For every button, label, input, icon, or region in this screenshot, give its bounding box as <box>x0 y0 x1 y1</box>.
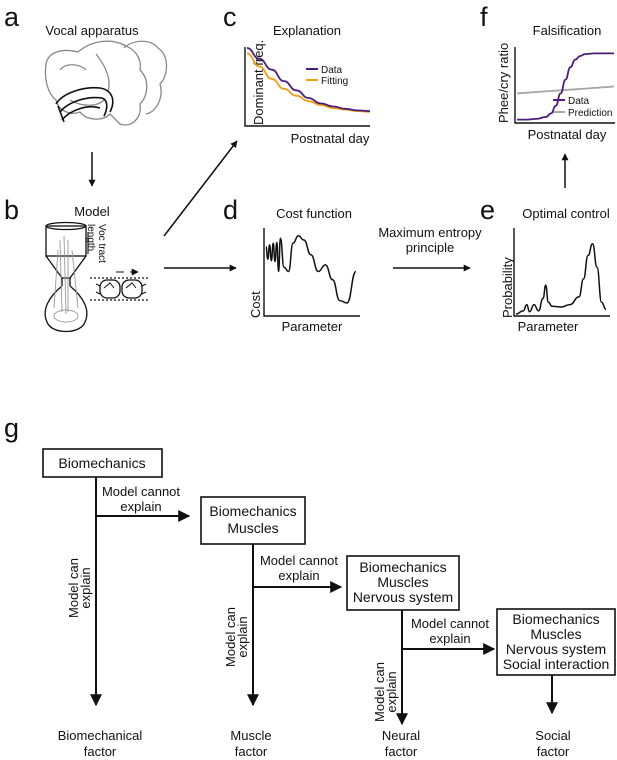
arrow-b-to-c <box>163 140 238 237</box>
panel-label-f: f <box>480 2 488 32</box>
voc-tract-length-label: length <box>85 224 96 251</box>
flow-box-nervous-system <box>346 555 460 611</box>
factor-1-line-2: factor <box>84 744 117 759</box>
panel-label-b: b <box>4 195 19 225</box>
flow-can-3-line-1: Model can <box>372 662 387 722</box>
chart-d: Cost Parameter <box>248 228 360 334</box>
flow-cannot-2-line-2: explain <box>278 568 319 583</box>
flow-box-4-line-4: Social interaction <box>503 656 610 672</box>
chart-e-ylabel: Probability <box>500 257 515 318</box>
flow-cannot-3-line-1: Model cannot <box>411 616 489 631</box>
chart-f-series-prediction <box>516 85 615 95</box>
chart-lines <box>246 47 615 315</box>
flow-box-4-line-3: Nervous system <box>506 641 606 657</box>
model-title: Model <box>74 204 110 219</box>
chart-d-ylabel: Cost <box>248 291 263 318</box>
flow-box-3-line-2: Muscles <box>377 574 428 590</box>
chart-f-ylabel: Phee/cry ratio <box>496 43 511 123</box>
vocal-model-drawing <box>44 221 148 333</box>
chart-d-xlabel: Parameter <box>282 319 343 334</box>
flow-cannot-2-line-1: Model cannot <box>260 553 338 568</box>
panel-label-a: a <box>4 2 20 32</box>
flow-cannot-1-line-1: Model cannot <box>102 484 180 499</box>
vocal-tract-drawing <box>55 86 114 123</box>
flow-box-3-line-3: Nervous system <box>353 589 453 605</box>
chart-c-legend-data: Data <box>321 65 343 76</box>
chart-f: Phee/cry ratio Postnatal day Data Predic… <box>496 43 615 142</box>
flow-can-2-line-1: Model can <box>223 607 238 667</box>
voc-tract-label: Voc tract <box>96 224 107 263</box>
flow-cannot-3-line-2: explain <box>429 631 470 646</box>
flow-box-3-line-1: Biomechanics <box>359 559 446 575</box>
flow-box-2-line-2: Muscles <box>227 520 278 536</box>
flow-can-3-line-2: explain <box>384 671 399 712</box>
flow-box-biomechanics <box>42 448 163 478</box>
vocal-apparatus-title: Vocal apparatus <box>45 23 139 38</box>
chart-f-series-data <box>517 52 614 121</box>
flow-box-4-line-1: Biomechanics <box>512 611 599 627</box>
factor-2-line-1: Muscle <box>230 728 271 743</box>
max-entropy-label-2: principle <box>406 240 454 255</box>
factor-4-line-1: Social <box>535 728 571 743</box>
flow-box-4-line-2: Muscles <box>530 626 581 642</box>
factor-2-line-2: factor <box>235 744 268 759</box>
factor-1-line-1: Biomechanical <box>58 728 143 743</box>
chart-e: Probability Parameter <box>500 228 610 334</box>
flow-can-1-line-1: Model can <box>66 558 81 618</box>
factor-3-line-1: Neural <box>382 728 420 743</box>
flow-box-2-line-1: Biomechanics <box>209 503 296 519</box>
chart-c-series-data <box>246 47 371 112</box>
chart-e-series-curve <box>515 243 607 315</box>
chart-f-xlabel: Postnatal day <box>528 127 607 142</box>
panel-label-e: e <box>480 195 495 225</box>
chart-f-title: Falsification <box>533 23 602 38</box>
chart-c: Dominant freq. Postnatal day Data Fittin… <box>244 40 370 146</box>
panel-label-d: d <box>223 195 238 225</box>
chart-c-xlabel: Postnatal day <box>291 131 370 146</box>
chart-c-legend-fitting: Fitting <box>321 76 348 87</box>
flow-box-1-line-1: Biomechanics <box>58 455 145 471</box>
flow-can-2-line-2: explain <box>235 616 250 657</box>
panel-label-c: c <box>223 2 237 32</box>
chart-d-series-curve <box>265 235 357 304</box>
factor-4-line-2: factor <box>537 744 570 759</box>
chart-e-title: Optimal control <box>522 206 610 221</box>
chart-f-legend-data: Data <box>568 96 590 107</box>
chart-f-legend-prediction: Prediction <box>568 108 612 119</box>
panel-label-g: g <box>4 413 19 443</box>
flow-box-social-interaction <box>496 608 616 676</box>
chart-e-xlabel: Parameter <box>518 319 579 334</box>
flow-cannot-1-line-2: explain <box>120 499 161 514</box>
max-entropy-label-1: Maximum entropy <box>378 225 482 240</box>
factor-3-line-2: factor <box>385 744 418 759</box>
vocal-apparatus-drawing <box>44 40 168 126</box>
flow-can-1-line-2: explain <box>78 567 93 608</box>
chart-d-title: Cost function <box>276 206 352 221</box>
flow-box-muscles <box>200 496 306 545</box>
chart-c-title: Explanation <box>273 23 341 38</box>
